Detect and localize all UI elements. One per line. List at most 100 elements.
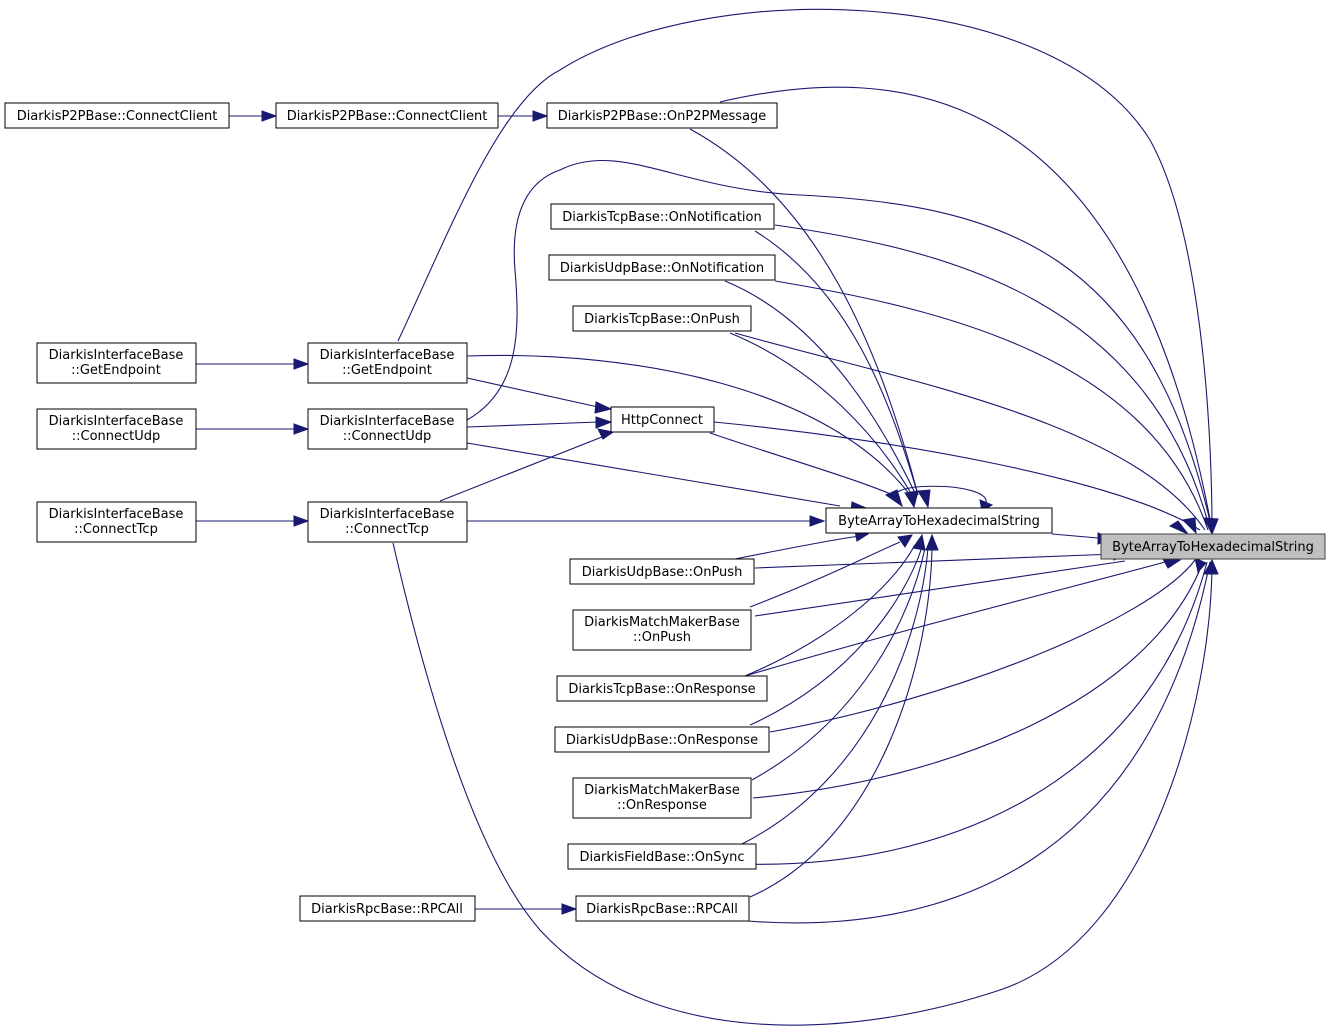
edge-http-bath2 (709, 432, 901, 499)
node-if-getendpoint-2[interactable]: DiarkisInterfaceBase ::GetEndpoint (307, 342, 468, 384)
node-root[interactable]: ByteArrayToHexadecimalString (1100, 533, 1326, 560)
node-httpconnect[interactable]: HttpConnect (610, 406, 715, 433)
arrowhead-root-top1 (1203, 517, 1219, 536)
node-if-connectudp-1-line2: ::ConnectUdp (72, 429, 161, 444)
node-if-connecttcp-1-line1: DiarkisInterfaceBase (49, 507, 184, 522)
node-p2p-onp2pmessage-label: DiarkisP2PBase::OnP2PMessage (558, 109, 767, 124)
node-mm-onresponse-line2: ::OnResponse (617, 798, 707, 813)
node-mm-onpush-line1: DiarkisMatchMakerBase (584, 615, 740, 630)
edge-mmpush-root (754, 560, 1126, 617)
node-field-onsync[interactable]: DiarkisFieldBase::OnSync (567, 843, 757, 870)
arrowhead-http-2 (595, 416, 613, 429)
node-if-connectudp-2-line2: ::ConnectUdp (343, 429, 432, 444)
node-if-connecttcp-2[interactable]: DiarkisInterfaceBase ::ConnectTcp (307, 501, 468, 543)
edge-p2pmsg-bath2 (689, 128, 919, 496)
edge-tcppush-root (734, 332, 1206, 531)
node-if-connecttcp-1-line2: ::ConnectTcp (74, 522, 158, 537)
node-if-connecttcp-2-line1: DiarkisInterfaceBase (320, 507, 455, 522)
edge-tcpresp-bath2 (744, 544, 916, 677)
node-if-connectudp-1-line1: DiarkisInterfaceBase (49, 414, 184, 429)
node-bath2[interactable]: ByteArrayToHexadecimalString (825, 507, 1053, 534)
edge-ifcu-root-outer (466, 159, 1213, 531)
arrowhead-root-bottom3 (1194, 557, 1207, 574)
node-udp-onpush-label: DiarkisUdpBase::OnPush (582, 565, 743, 580)
node-p2p-onp2pmessage[interactable]: DiarkisP2PBase::OnP2PMessage (546, 102, 778, 129)
edge-udpnotif-bath2 (724, 280, 917, 496)
arrowhead-root-bottom4 (1203, 558, 1219, 575)
arrowhead-bath2-top2 (917, 489, 931, 509)
node-mm-onpush[interactable]: DiarkisMatchMakerBase ::OnPush (572, 609, 752, 651)
edge-fieldsync-root (739, 561, 1208, 865)
edge-ifct-root-outer (392, 542, 1213, 1026)
node-tcp-onnotification[interactable]: DiarkisTcpBase::OnNotification (550, 203, 775, 230)
arrowhead-ifcu2 (293, 423, 310, 435)
edge-tcpresp-root (744, 557, 1181, 677)
node-rpc-rpcall-2[interactable]: DiarkisRpcBase::RPCAll (575, 895, 750, 922)
node-if-connectudp-2[interactable]: DiarkisInterfaceBase ::ConnectUdp (307, 408, 468, 450)
arrowhead-bath2-left (809, 515, 826, 527)
node-rpc-rpcall-1[interactable]: DiarkisRpcBase::RPCAll (299, 895, 476, 922)
edge-udppush-bath2 (734, 535, 861, 560)
edge-ifcu-bath2 (466, 442, 841, 507)
node-tcp-onpush[interactable]: DiarkisTcpBase::OnPush (572, 305, 752, 332)
node-rpc-rpcall-2-label: DiarkisRpcBase::RPCAll (586, 902, 738, 917)
node-if-getendpoint-1-line1: DiarkisInterfaceBase (49, 348, 184, 363)
node-if-getendpoint-1[interactable]: DiarkisInterfaceBase ::GetEndpoint (36, 342, 197, 384)
arrowhead-http-1 (594, 401, 613, 414)
node-field-onsync-label: DiarkisFieldBase::OnSync (579, 850, 744, 865)
edge-ifge-http (466, 377, 599, 408)
edge-ifge-bath2 (466, 354, 911, 496)
node-mm-onresponse[interactable]: DiarkisMatchMakerBase ::OnResponse (572, 777, 752, 819)
node-if-connecttcp-2-line2: ::ConnectTcp (345, 522, 429, 537)
arrowhead-ifct2 (293, 515, 310, 527)
edge-p2pmsg-root (719, 86, 1213, 531)
node-udp-onpush[interactable]: DiarkisUdpBase::OnPush (569, 558, 755, 585)
edge-tcpnotif-bath2 (754, 230, 919, 496)
node-if-connecttcp-1[interactable]: DiarkisInterfaceBase ::ConnectTcp (36, 501, 197, 543)
node-root-label: ByteArrayToHexadecimalString (1112, 540, 1314, 555)
node-p2p-connectclient-1[interactable]: DiarkisP2PBase::ConnectClient (4, 102, 230, 129)
edge-udpresp-root (769, 559, 1196, 733)
node-p2p-connectclient-2[interactable]: DiarkisP2PBase::ConnectClient (275, 102, 499, 129)
node-bath2-label: ByteArrayToHexadecimalString (838, 514, 1040, 529)
edge-udpresp-bath2 (749, 546, 923, 726)
graph-edges (196, 8, 1213, 1026)
edge-ifge-root-outer (397, 8, 1213, 531)
arrowhead-root-top3 (1168, 520, 1189, 535)
arrowhead-bath2-top3 (884, 489, 903, 508)
node-udp-onnotification[interactable]: DiarkisUdpBase::OnNotification (548, 254, 776, 281)
node-if-getendpoint-2-line2: ::GetEndpoint (342, 363, 432, 378)
node-if-connectudp-1[interactable]: DiarkisInterfaceBase ::ConnectUdp (36, 408, 197, 450)
arrowhead-http-3 (597, 428, 615, 440)
node-mm-onpush-line2: ::OnPush (633, 630, 691, 645)
node-tcp-onresponse[interactable]: DiarkisTcpBase::OnResponse (556, 675, 768, 702)
edge-mmpush-bath2 (749, 541, 901, 608)
node-if-connectudp-2-line1: DiarkisInterfaceBase (320, 414, 455, 429)
node-udp-onresponse-label: DiarkisUdpBase::OnResponse (566, 733, 758, 748)
edge-fieldsync-bath2 (739, 547, 929, 846)
edge-mmresp-bath2 (751, 547, 926, 781)
arrowhead-bath2-bottom1 (897, 534, 913, 548)
edge-ifct-http (439, 432, 613, 502)
edge-ifcu-http (466, 421, 599, 428)
arrowhead-p2pcc2 (261, 110, 278, 122)
graph-nodes: ByteArrayToHexadecimalString ByteArrayTo… (4, 102, 1326, 922)
node-if-getendpoint-2-line1: DiarkisInterfaceBase (320, 348, 455, 363)
node-tcp-onresponse-label: DiarkisTcpBase::OnResponse (568, 682, 755, 697)
edge-rpc-root (734, 561, 1211, 924)
arrowhead-bath2-top1 (904, 490, 919, 509)
node-udp-onresponse[interactable]: DiarkisUdpBase::OnResponse (554, 726, 770, 753)
arrowhead-p2pmsg (532, 110, 549, 122)
arrowhead-rpc2 (561, 903, 578, 915)
node-tcp-onpush-label: DiarkisTcpBase::OnPush (584, 312, 740, 327)
edge-udpnotif-root (774, 280, 1209, 531)
edge-mmresp-root (752, 561, 1204, 799)
edge-udppush-root (754, 553, 1116, 569)
node-p2p-connectclient-2-label: DiarkisP2PBase::ConnectClient (287, 109, 488, 124)
node-rpc-rpcall-1-label: DiarkisRpcBase::RPCAll (311, 902, 463, 917)
node-udp-onnotification-label: DiarkisUdpBase::OnNotification (560, 261, 764, 276)
node-tcp-onnotification-label: DiarkisTcpBase::OnNotification (562, 210, 761, 225)
edge-http-root (713, 421, 1201, 531)
node-if-getendpoint-1-line2: ::GetEndpoint (71, 363, 161, 378)
